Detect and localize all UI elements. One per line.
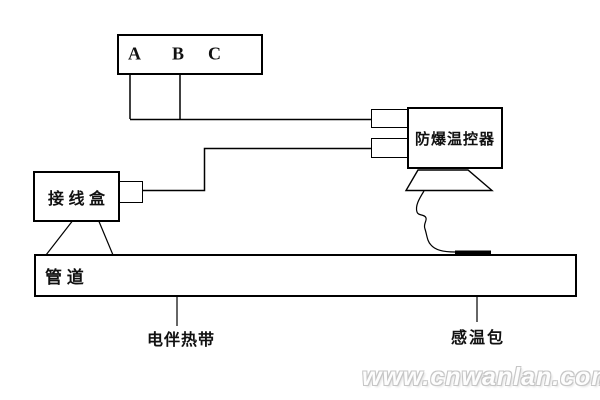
power-phase-box: A B C [117,34,263,75]
phase-b-label: B [172,43,185,64]
controller-junction-wire [143,147,371,192]
controller-terminal-upper [371,109,408,128]
junction-leg-right [98,221,114,256]
junction-box: 接 线 盒 [33,171,120,222]
sensor-label: 感温包 [451,330,506,347]
controller-label: 防爆温控器 [414,130,495,148]
pipe-label: 管 道 [45,267,84,287]
watermark-text: www.cnwanlan.com [362,363,600,391]
capillary-tube [415,190,456,253]
junction-leg-left [45,221,73,256]
junction-box-terminal [119,181,143,203]
pipe: 管 道 [34,254,577,297]
phase-a-label: A [128,43,141,64]
controller-terminal-lower [371,138,408,158]
sensor-bulb-bar [455,250,491,256]
controller-box: 防爆温控器 [407,107,503,169]
junction-box-label: 接 线 盒 [48,190,105,208]
controller-stand [404,169,494,192]
phase-c-label: C [208,43,221,64]
heat-trace-label: 电伴热带 [147,332,216,349]
